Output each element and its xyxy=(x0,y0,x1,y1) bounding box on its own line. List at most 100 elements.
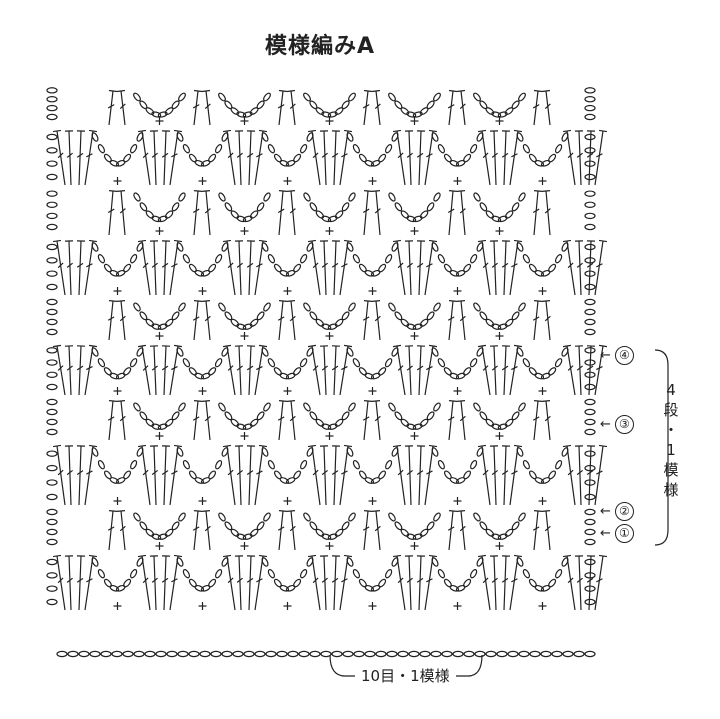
double-crochet-icon xyxy=(236,262,243,268)
double-crochet-icon xyxy=(277,104,285,109)
chain-stitch-icon xyxy=(299,144,308,154)
foundation-chain-icon xyxy=(540,650,552,658)
double-crochet-icon xyxy=(311,130,321,186)
chain-stitch-icon xyxy=(426,100,435,110)
double-crochet-icon xyxy=(254,445,264,506)
chain-stitch-icon xyxy=(103,578,112,588)
chain-stitch-icon xyxy=(400,107,410,116)
double-crochet-icon xyxy=(396,445,406,506)
chain-stitch-icon xyxy=(214,254,223,264)
chain-stitch-icon xyxy=(267,254,276,264)
double-crochet-icon xyxy=(173,239,183,243)
double-crochet-icon xyxy=(513,129,523,133)
double-crochet-icon xyxy=(76,262,84,268)
double-crochet-icon xyxy=(205,400,211,441)
chain-stitch-icon xyxy=(256,202,265,212)
double-crochet-icon xyxy=(312,469,319,476)
double-crochet-icon xyxy=(323,445,327,506)
double-crochet-icon xyxy=(456,509,466,513)
double-crochet-icon xyxy=(363,190,373,192)
chain-stitch-icon xyxy=(555,459,563,470)
double-crochet-icon xyxy=(408,445,412,506)
turning-chain-icon xyxy=(584,308,596,316)
double-crochet-icon xyxy=(371,190,381,192)
double-crochet-icon xyxy=(448,300,454,341)
row-label-1: ←① xyxy=(600,524,634,543)
double-crochet-icon xyxy=(86,263,93,268)
double-crochet-icon xyxy=(311,555,321,611)
double-crochet-icon xyxy=(193,400,199,441)
double-crochet-icon xyxy=(116,89,126,93)
chain-stitch-icon xyxy=(242,423,253,430)
double-crochet-icon xyxy=(374,103,381,110)
double-crochet-icon xyxy=(424,345,434,396)
double-crochet-icon xyxy=(448,509,458,513)
double-crochet-icon xyxy=(88,239,98,243)
turning-chain-icon xyxy=(46,572,58,579)
chain-stitch-icon xyxy=(109,477,120,484)
double-crochet-icon xyxy=(289,208,296,214)
chain-stitch-icon xyxy=(261,557,269,567)
foundation-chain-icon xyxy=(298,650,310,658)
double-crochet-icon xyxy=(477,554,487,558)
turning-chain-icon xyxy=(46,212,58,220)
double-crochet-icon xyxy=(532,104,540,109)
chain-stitch-icon xyxy=(358,367,367,376)
chain-stitch-icon xyxy=(384,358,393,368)
double-crochet-icon xyxy=(120,510,126,551)
double-crochet-icon xyxy=(256,470,263,475)
double-crochet-icon xyxy=(566,445,576,506)
double-crochet-icon xyxy=(141,345,151,396)
chain-stitch-icon xyxy=(455,269,466,277)
double-crochet-icon xyxy=(311,240,321,296)
double-crochet-icon xyxy=(153,555,157,611)
double-crochet-icon xyxy=(76,365,84,371)
double-crochet-icon xyxy=(533,300,539,341)
turning-chain-icon xyxy=(584,450,596,457)
double-crochet-icon xyxy=(78,345,82,396)
chain-stitch-icon xyxy=(516,347,524,357)
turning-chain-icon xyxy=(584,298,596,306)
chain-stitch-icon xyxy=(303,192,311,202)
chain-stitch-icon xyxy=(511,311,520,321)
chain-stitch-icon xyxy=(123,470,132,480)
double-crochet-icon xyxy=(511,153,518,158)
double-crochet-icon xyxy=(424,130,434,186)
double-crochet-icon xyxy=(289,315,296,322)
turning-chain-icon xyxy=(584,133,596,141)
double-crochet-icon xyxy=(460,190,466,236)
chain-stitch-icon xyxy=(285,372,296,380)
double-crochet-icon xyxy=(321,469,328,476)
double-crochet-icon xyxy=(57,365,64,371)
double-crochet-icon xyxy=(227,469,234,476)
chain-stitch-icon xyxy=(534,477,545,484)
double-crochet-icon xyxy=(84,240,94,296)
row-label-4: ←④ xyxy=(600,346,634,365)
foundation-chain-icon xyxy=(243,650,255,658)
double-crochet-icon xyxy=(120,90,126,126)
double-crochet-icon xyxy=(173,344,183,348)
double-crochet-icon xyxy=(227,577,234,584)
chain-stitch-icon xyxy=(145,318,155,327)
chain-stitch-icon xyxy=(449,477,460,484)
chain-stitch-icon xyxy=(178,402,186,412)
chain-stitch-icon xyxy=(518,302,526,312)
chain-stitch-icon xyxy=(249,210,259,219)
double-crochet-icon xyxy=(289,103,296,110)
chain-stitch-icon xyxy=(346,347,354,357)
double-crochet-icon xyxy=(456,399,466,403)
foundation-chain-icon xyxy=(496,650,508,658)
chain-stitch-icon xyxy=(341,100,350,110)
double-crochet-icon xyxy=(161,470,169,475)
chain-stitch-icon xyxy=(115,584,126,592)
chain-stitch-icon xyxy=(348,402,356,412)
chain-stitch-icon xyxy=(412,533,423,540)
chain-stitch-icon xyxy=(352,569,361,579)
chain-stitch-icon xyxy=(263,92,271,102)
double-crochet-icon xyxy=(343,554,353,558)
double-crochet-icon xyxy=(544,103,551,110)
double-crochet-icon xyxy=(396,130,406,186)
double-crochet-icon xyxy=(533,400,539,441)
turning-chain-icon xyxy=(46,538,58,546)
double-crochet-icon xyxy=(193,190,203,192)
